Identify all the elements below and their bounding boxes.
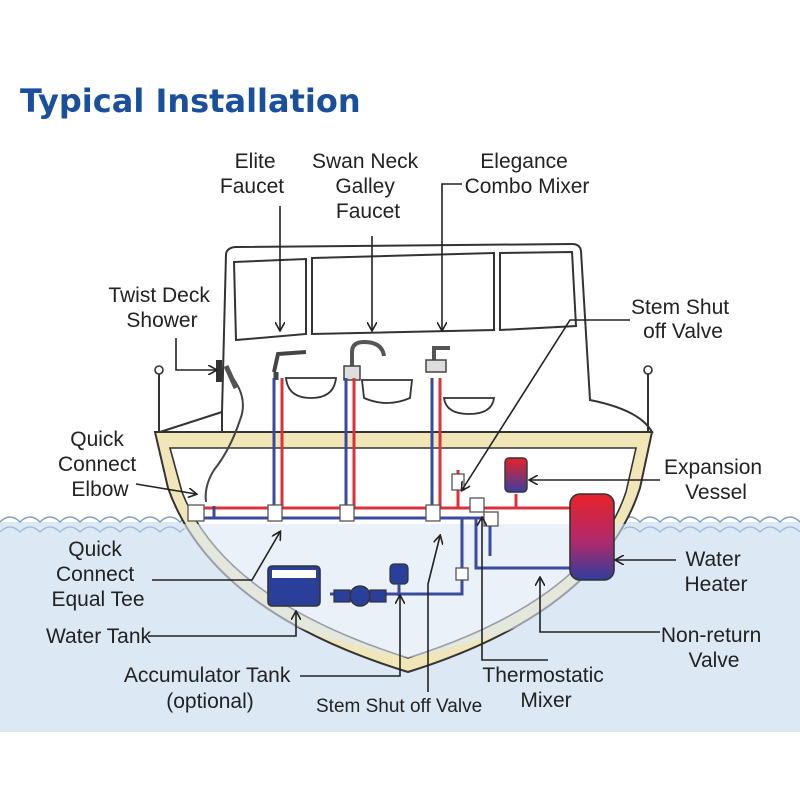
- twist-deck-shower: [204, 360, 244, 503]
- elegance-mixer: [425, 346, 450, 373]
- pump: [333, 585, 387, 607]
- water-heater: [569, 493, 615, 581]
- sinks: [285, 377, 496, 415]
- label-expansion-vessel: Expansion Vessel: [664, 456, 768, 504]
- water-tank: [267, 565, 321, 607]
- label-thermostatic-mixer: Thermostatic Mixer: [482, 664, 609, 712]
- label-stem-shut-top: Stem Shut off Valve: [631, 296, 735, 343]
- diagram-title: Typical Installation: [20, 82, 361, 120]
- label-water-heater: Water Heater: [684, 548, 747, 596]
- label-elegance-mixer: Elegance Combo Mixer: [465, 150, 590, 198]
- label-stem-shut-bottom: Stem Shut off Valve: [316, 696, 482, 717]
- swan-neck-faucet: [343, 339, 386, 381]
- elite-faucet: [272, 350, 307, 380]
- boat-cabin: [154, 242, 654, 433]
- pipe-fittings: [187, 473, 499, 581]
- label-non-return-valve: Non-return Valve: [661, 624, 767, 672]
- label-twist-deck-shower: Twist Deck Shower: [108, 284, 215, 332]
- label-quick-connect-elbow: Quick Connect Elbow: [58, 428, 142, 501]
- component-labels: Elite Faucet Swan Neck Galley Faucet Ele…: [46, 150, 768, 717]
- leader-lines: [135, 183, 676, 692]
- label-quick-connect-tee: Quick Connect Equal Tee: [51, 538, 144, 611]
- label-elite-faucet: Elite Faucet: [220, 150, 284, 198]
- label-swan-neck-faucet: Swan Neck Galley Faucet: [312, 150, 424, 223]
- hot-water-pipes: [200, 378, 570, 510]
- expansion-vessel: [504, 457, 528, 493]
- label-accumulator-tank: Accumulator Tank (optional): [124, 664, 296, 713]
- label-water-tank: Water Tank: [46, 625, 152, 648]
